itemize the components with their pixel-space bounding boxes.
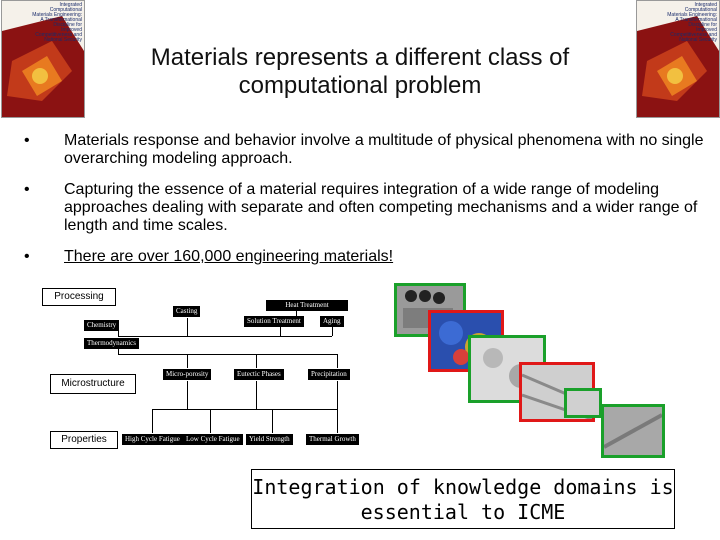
bullet-item: • There are over 160,000 engineering mat… bbox=[24, 248, 704, 266]
connector-line bbox=[118, 330, 119, 336]
node-casting: Casting bbox=[173, 306, 201, 317]
connector-line bbox=[118, 354, 338, 355]
bullet-text: Materials response and behavior involve … bbox=[64, 132, 704, 167]
bullet-text: Capturing the essence of a material requ… bbox=[64, 181, 698, 234]
book-cover-left: Integrated Computational Materials Engin… bbox=[1, 0, 85, 118]
node-precipitation: Precipitation bbox=[308, 369, 350, 380]
connector-line bbox=[337, 354, 338, 368]
connector-line bbox=[210, 409, 211, 433]
node-thermodynamics: Thermodynamics bbox=[84, 338, 139, 349]
node-aging: Aging bbox=[320, 316, 344, 327]
node-yield-strength: Yield Strength bbox=[246, 434, 293, 445]
bullet-list: • Materials response and behavior involv… bbox=[24, 132, 704, 279]
connector-line bbox=[337, 409, 338, 433]
book-cover-right: Integrated Computational Materials Engin… bbox=[636, 0, 720, 118]
node-thermal-growth: Thermal Growth bbox=[306, 434, 359, 445]
book-cover-text: Integrated Computational Materials Engin… bbox=[667, 2, 717, 43]
connector-line bbox=[296, 310, 297, 316]
node-micro-porosity: Micro-porosity bbox=[163, 369, 212, 380]
bullet-item: • Materials response and behavior involv… bbox=[24, 132, 704, 168]
bullet-marker: • bbox=[24, 132, 30, 149]
node-heat-treatment: Heat Treatment bbox=[266, 300, 348, 311]
connector-line bbox=[187, 381, 188, 409]
image-small bbox=[564, 388, 602, 418]
connector-line bbox=[187, 318, 188, 336]
node-chemistry: Chemistry bbox=[84, 320, 120, 331]
connector-line bbox=[272, 409, 273, 433]
connector-line bbox=[118, 336, 332, 337]
node-eutectic-phases: Eutectic Phases bbox=[234, 369, 284, 380]
node-high-cycle-fatigue: High Cycle Fatigue bbox=[122, 434, 183, 445]
connector-line bbox=[187, 354, 188, 368]
footer-statement: Integration of knowledge domains is esse… bbox=[251, 469, 675, 529]
processing-box: Processing bbox=[42, 288, 116, 306]
book-cover-art bbox=[637, 1, 719, 117]
properties-box: Properties bbox=[50, 431, 118, 449]
bullet-text: There are over 160,000 engineering mater… bbox=[64, 248, 394, 265]
tem-image bbox=[603, 407, 663, 455]
bullet-item: • Capturing the essence of a material re… bbox=[24, 181, 704, 235]
book-cover-text: Integrated Computational Materials Engin… bbox=[32, 2, 82, 43]
connector-line bbox=[337, 381, 338, 409]
book-cover-art bbox=[2, 1, 84, 117]
slide-title: Materials represents a different class o… bbox=[150, 44, 570, 99]
node-low-cycle-fatigue: Low Cycle Fatigue bbox=[183, 434, 243, 445]
connector-line bbox=[332, 326, 333, 336]
bullet-marker: • bbox=[24, 181, 30, 198]
connector-line bbox=[118, 348, 119, 354]
microstructure-box: Microstructure bbox=[50, 374, 136, 394]
image-tem bbox=[601, 404, 665, 458]
bullet-marker: • bbox=[24, 248, 30, 265]
connector-line bbox=[280, 326, 281, 336]
connector-line bbox=[256, 354, 257, 368]
node-solution-treatment: Solution Treatment bbox=[244, 316, 304, 327]
connector-line bbox=[152, 409, 338, 410]
connector-line bbox=[152, 409, 153, 433]
connector-line bbox=[256, 381, 257, 409]
